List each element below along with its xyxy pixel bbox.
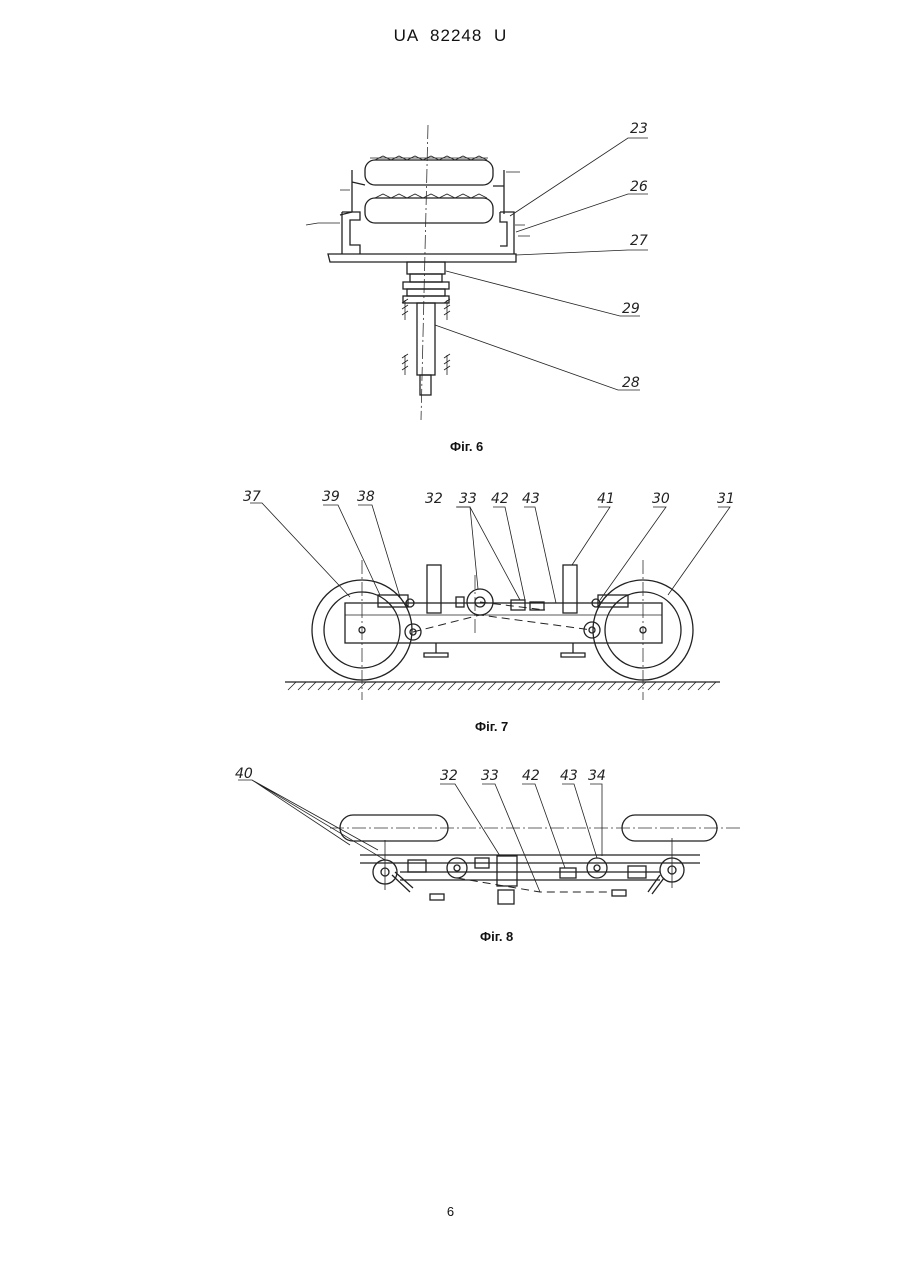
fig6-label-29: 29 <box>622 301 640 317</box>
figure-8-caption: Фіг. 8 <box>480 929 513 944</box>
figure-6-drawing: 23 26 27 29 28 <box>0 0 901 440</box>
fig7-label-33: 33 <box>459 491 477 507</box>
fig6-label-23: 23 <box>630 121 648 137</box>
figure-8-drawing: 40 32 33 42 43 34 <box>0 760 901 930</box>
fig7-label-37: 37 <box>243 489 261 505</box>
fig8-label-42: 42 <box>522 768 540 784</box>
fig8-label-43: 43 <box>560 768 578 784</box>
fig7-label-32: 32 <box>425 491 443 507</box>
fig8-label-32: 32 <box>440 768 458 784</box>
page-number: 6 <box>0 1204 901 1219</box>
fig7-label-38: 38 <box>357 489 375 505</box>
fig7-label-39: 39 <box>322 489 340 505</box>
fig6-label-26: 26 <box>630 179 648 195</box>
fig7-label-30: 30 <box>652 491 670 507</box>
fig6-label-28: 28 <box>622 375 640 391</box>
fig8-label-33: 33 <box>481 768 499 784</box>
figure-6-caption: Фіг. 6 <box>450 439 483 454</box>
fig8-label-40: 40 <box>235 766 253 782</box>
figure-7-drawing: 37 39 38 32 33 42 43 41 30 31 <box>0 485 901 715</box>
fig7-label-43: 43 <box>522 491 540 507</box>
figure-7-caption: Фіг. 7 <box>475 719 508 734</box>
fig8-label-34: 34 <box>588 768 606 784</box>
fig7-label-31: 31 <box>717 491 735 507</box>
fig6-label-27: 27 <box>630 233 648 249</box>
fig7-label-41: 41 <box>597 491 615 507</box>
fig7-label-42: 42 <box>491 491 509 507</box>
